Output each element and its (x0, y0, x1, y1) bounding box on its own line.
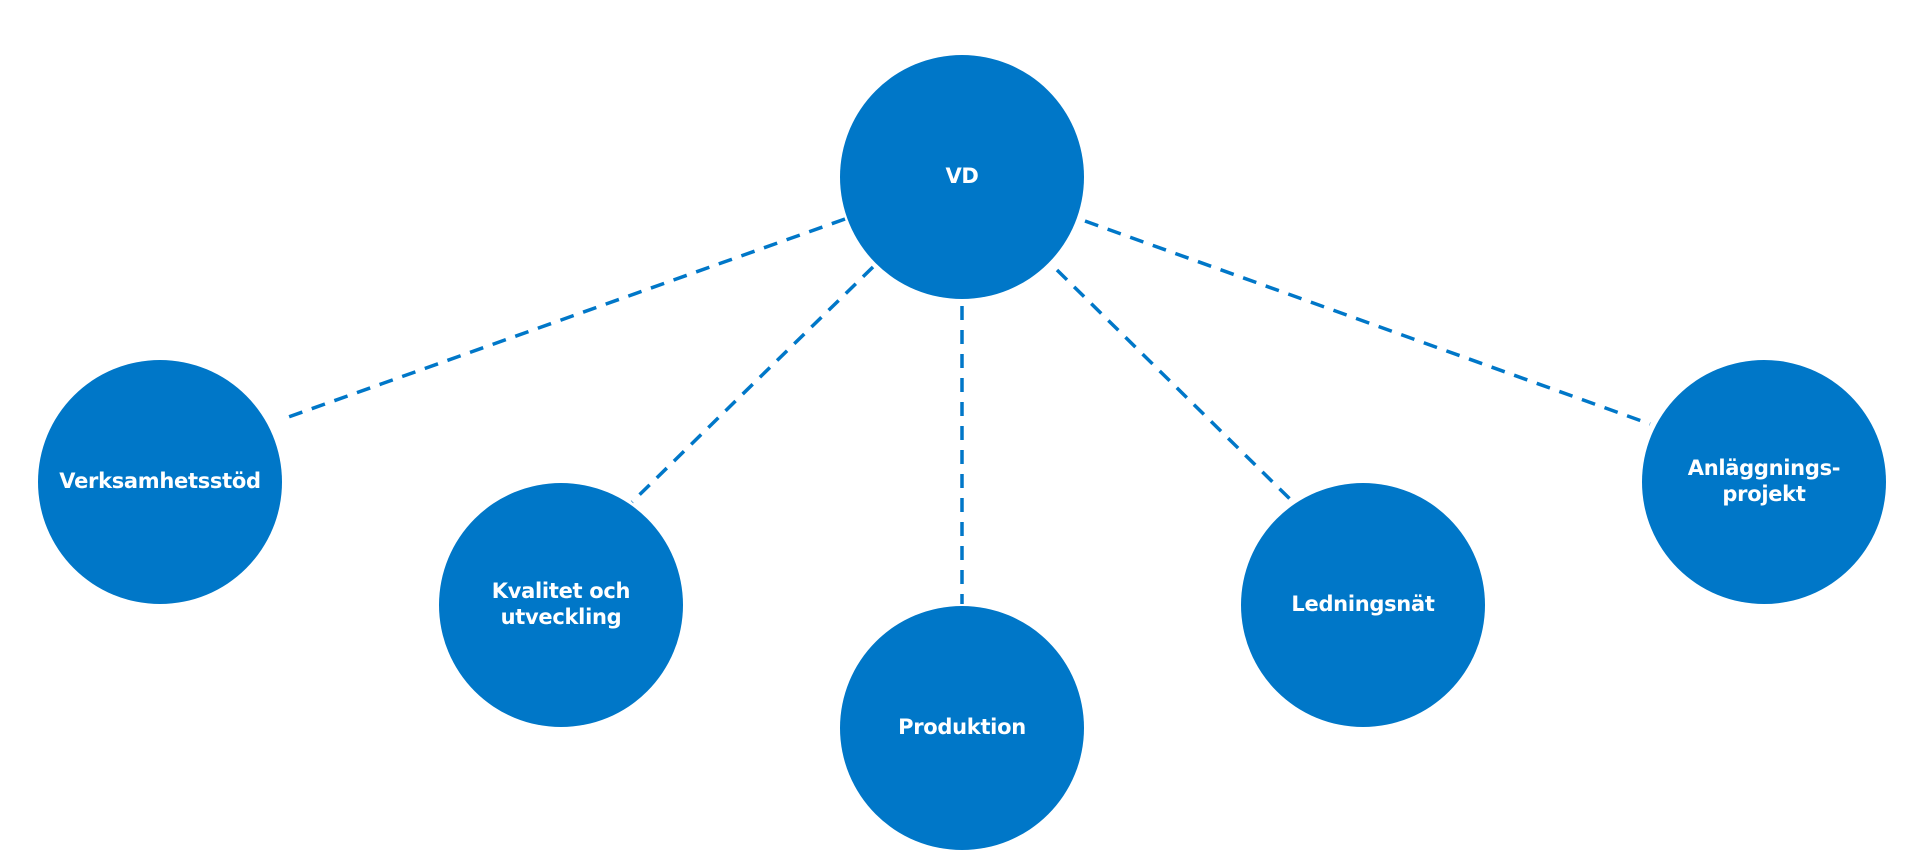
node-kvalitet-label: Kvalitet och (492, 579, 630, 603)
node-verksamhetsstod-label: Verksamhetsstöd (59, 469, 260, 493)
node-verksamhetsstod-circle (38, 360, 282, 604)
node-verksamhetsstod: Verksamhetsstöd (38, 360, 282, 604)
node-vd-label: VD (945, 164, 978, 188)
node-produktion: Produktion (840, 606, 1084, 850)
node-anlaggning: Anläggnings-projekt (1642, 360, 1886, 604)
node-ledningsnat-circle (1241, 483, 1485, 727)
node-produktion-label: Produktion (898, 715, 1026, 739)
node-ledningsnat: Ledningsnät (1241, 483, 1485, 727)
node-anlaggning-label: projekt (1722, 482, 1805, 506)
node-kvalitet-circle (439, 483, 683, 727)
connectors-layer (279, 217, 1651, 604)
connector-kvalitet (630, 265, 875, 504)
node-ledningsnat-label: Ledningsnät (1291, 592, 1434, 616)
connector-verksamhetsstod (279, 217, 846, 422)
node-vd-circle (840, 55, 1084, 299)
node-produktion-circle (840, 606, 1084, 850)
node-anlaggning-label: Anläggnings- (1688, 456, 1840, 480)
node-anlaggning-circle (1642, 360, 1886, 604)
node-kvalitet-label: utveckling (501, 605, 622, 629)
connector-anlaggning (1084, 219, 1651, 426)
connector-ledningsnat (1055, 268, 1295, 504)
node-vd: VD (840, 55, 1084, 299)
